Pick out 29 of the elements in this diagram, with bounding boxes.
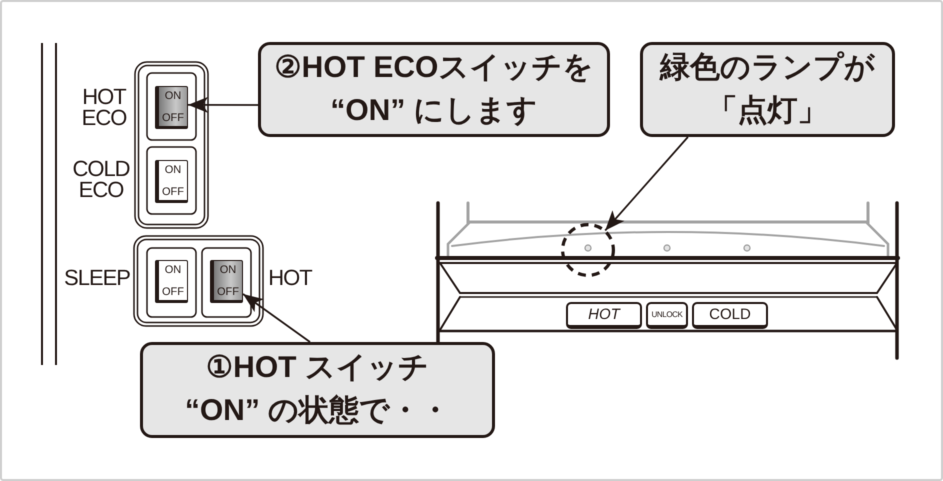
callout-text: ①HOT スイッチ “ON” の状態で・・ bbox=[184, 350, 452, 429]
switch-position-label: ON bbox=[164, 264, 182, 276]
leader-arrow bbox=[604, 136, 689, 232]
callout-text: 緑色のランプが「点灯」 bbox=[658, 50, 876, 128]
leader-arrow bbox=[188, 96, 258, 113]
leader-arrow bbox=[242, 293, 311, 343]
rocker-switch bbox=[155, 260, 188, 303]
switch-position-label: OFF bbox=[217, 286, 239, 298]
unlock-button: UNLOCK bbox=[646, 302, 688, 329]
rocker-switch bbox=[155, 86, 188, 129]
switch-label: HOT ECO bbox=[80, 86, 128, 128]
rocker-switch bbox=[210, 260, 243, 303]
callout bbox=[140, 342, 495, 438]
switch-position-label: ON bbox=[220, 264, 236, 276]
switch-label: COLD ECO bbox=[71, 158, 131, 200]
callout bbox=[258, 42, 610, 137]
cold-water-button: COLD bbox=[692, 302, 768, 329]
callout-text: ②HOT ECOスイッチを “ON” にします bbox=[274, 50, 594, 128]
switch-label: SLEEP bbox=[63, 267, 131, 288]
switch-position-label: OFF bbox=[162, 186, 184, 198]
switch-position-label: ON bbox=[164, 90, 182, 102]
switch-position-label: OFF bbox=[162, 286, 184, 298]
callout bbox=[640, 42, 895, 137]
lamp-highlight-circle bbox=[561, 223, 615, 277]
hot-water-button: HOT bbox=[566, 302, 642, 329]
switch-label: HOT bbox=[267, 267, 314, 288]
switch-position-label: ON bbox=[164, 164, 182, 176]
switch-position-label: OFF bbox=[162, 112, 184, 124]
rocker-switch bbox=[155, 160, 188, 203]
